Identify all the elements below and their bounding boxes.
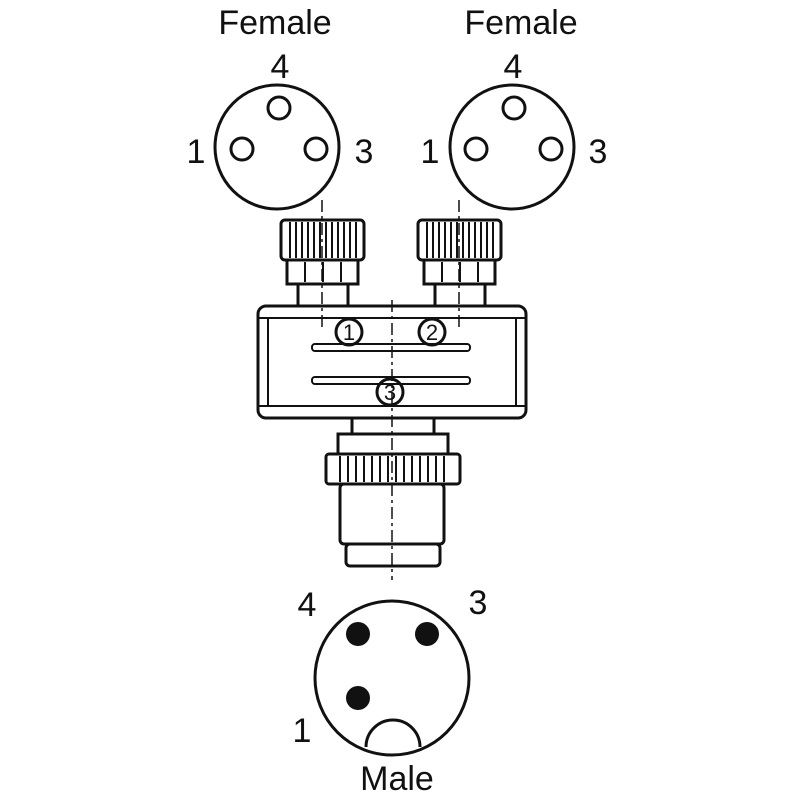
male-pin-1 bbox=[346, 686, 370, 710]
female-left-pin-1-label: 1 bbox=[187, 133, 206, 171]
female-connector-left: Female 4 1 3 bbox=[187, 4, 374, 211]
female-right-pin-1-label: 1 bbox=[421, 133, 440, 171]
male-title: Male bbox=[360, 760, 434, 798]
male-pin-4-label: 4 bbox=[298, 586, 317, 624]
port-2-number: 2 bbox=[426, 320, 438, 345]
male-coupling-stem bbox=[324, 416, 462, 568]
female-right-socket-1 bbox=[463, 136, 489, 162]
female-left-pin-4-label: 4 bbox=[271, 48, 290, 86]
male-pin-3 bbox=[415, 622, 439, 646]
female-right-title: Female bbox=[464, 4, 577, 42]
female-right-pin-3-label: 3 bbox=[589, 133, 608, 171]
female-left-socket-4 bbox=[266, 95, 292, 121]
female-left-face bbox=[213, 83, 341, 211]
port-1-marker bbox=[334, 317, 364, 347]
left-coupling-nut bbox=[279, 218, 366, 308]
male-pin-3-label: 3 bbox=[469, 584, 488, 622]
male-connector: 4 3 1 Male bbox=[293, 584, 488, 798]
male-pin-1-label: 1 bbox=[293, 712, 312, 750]
port-3-marker bbox=[375, 377, 405, 407]
female-right-socket-3 bbox=[538, 136, 564, 162]
female-left-socket-3 bbox=[303, 136, 329, 162]
female-right-pin-4-label: 4 bbox=[504, 48, 523, 86]
port-3-number: 3 bbox=[384, 380, 396, 405]
male-pin-4 bbox=[346, 622, 370, 646]
female-connector-right: Female 4 1 3 bbox=[421, 4, 608, 211]
port-2-marker bbox=[417, 317, 447, 347]
female-left-socket-1 bbox=[229, 136, 255, 162]
port-1-number: 1 bbox=[343, 320, 355, 345]
female-right-face bbox=[448, 83, 576, 211]
centerlines bbox=[321, 200, 460, 580]
male-coding-key bbox=[364, 718, 422, 748]
female-left-pin-3-label: 3 bbox=[355, 133, 374, 171]
female-left-title: Female bbox=[218, 4, 331, 42]
female-right-socket-4 bbox=[501, 95, 527, 121]
male-face bbox=[313, 599, 471, 757]
